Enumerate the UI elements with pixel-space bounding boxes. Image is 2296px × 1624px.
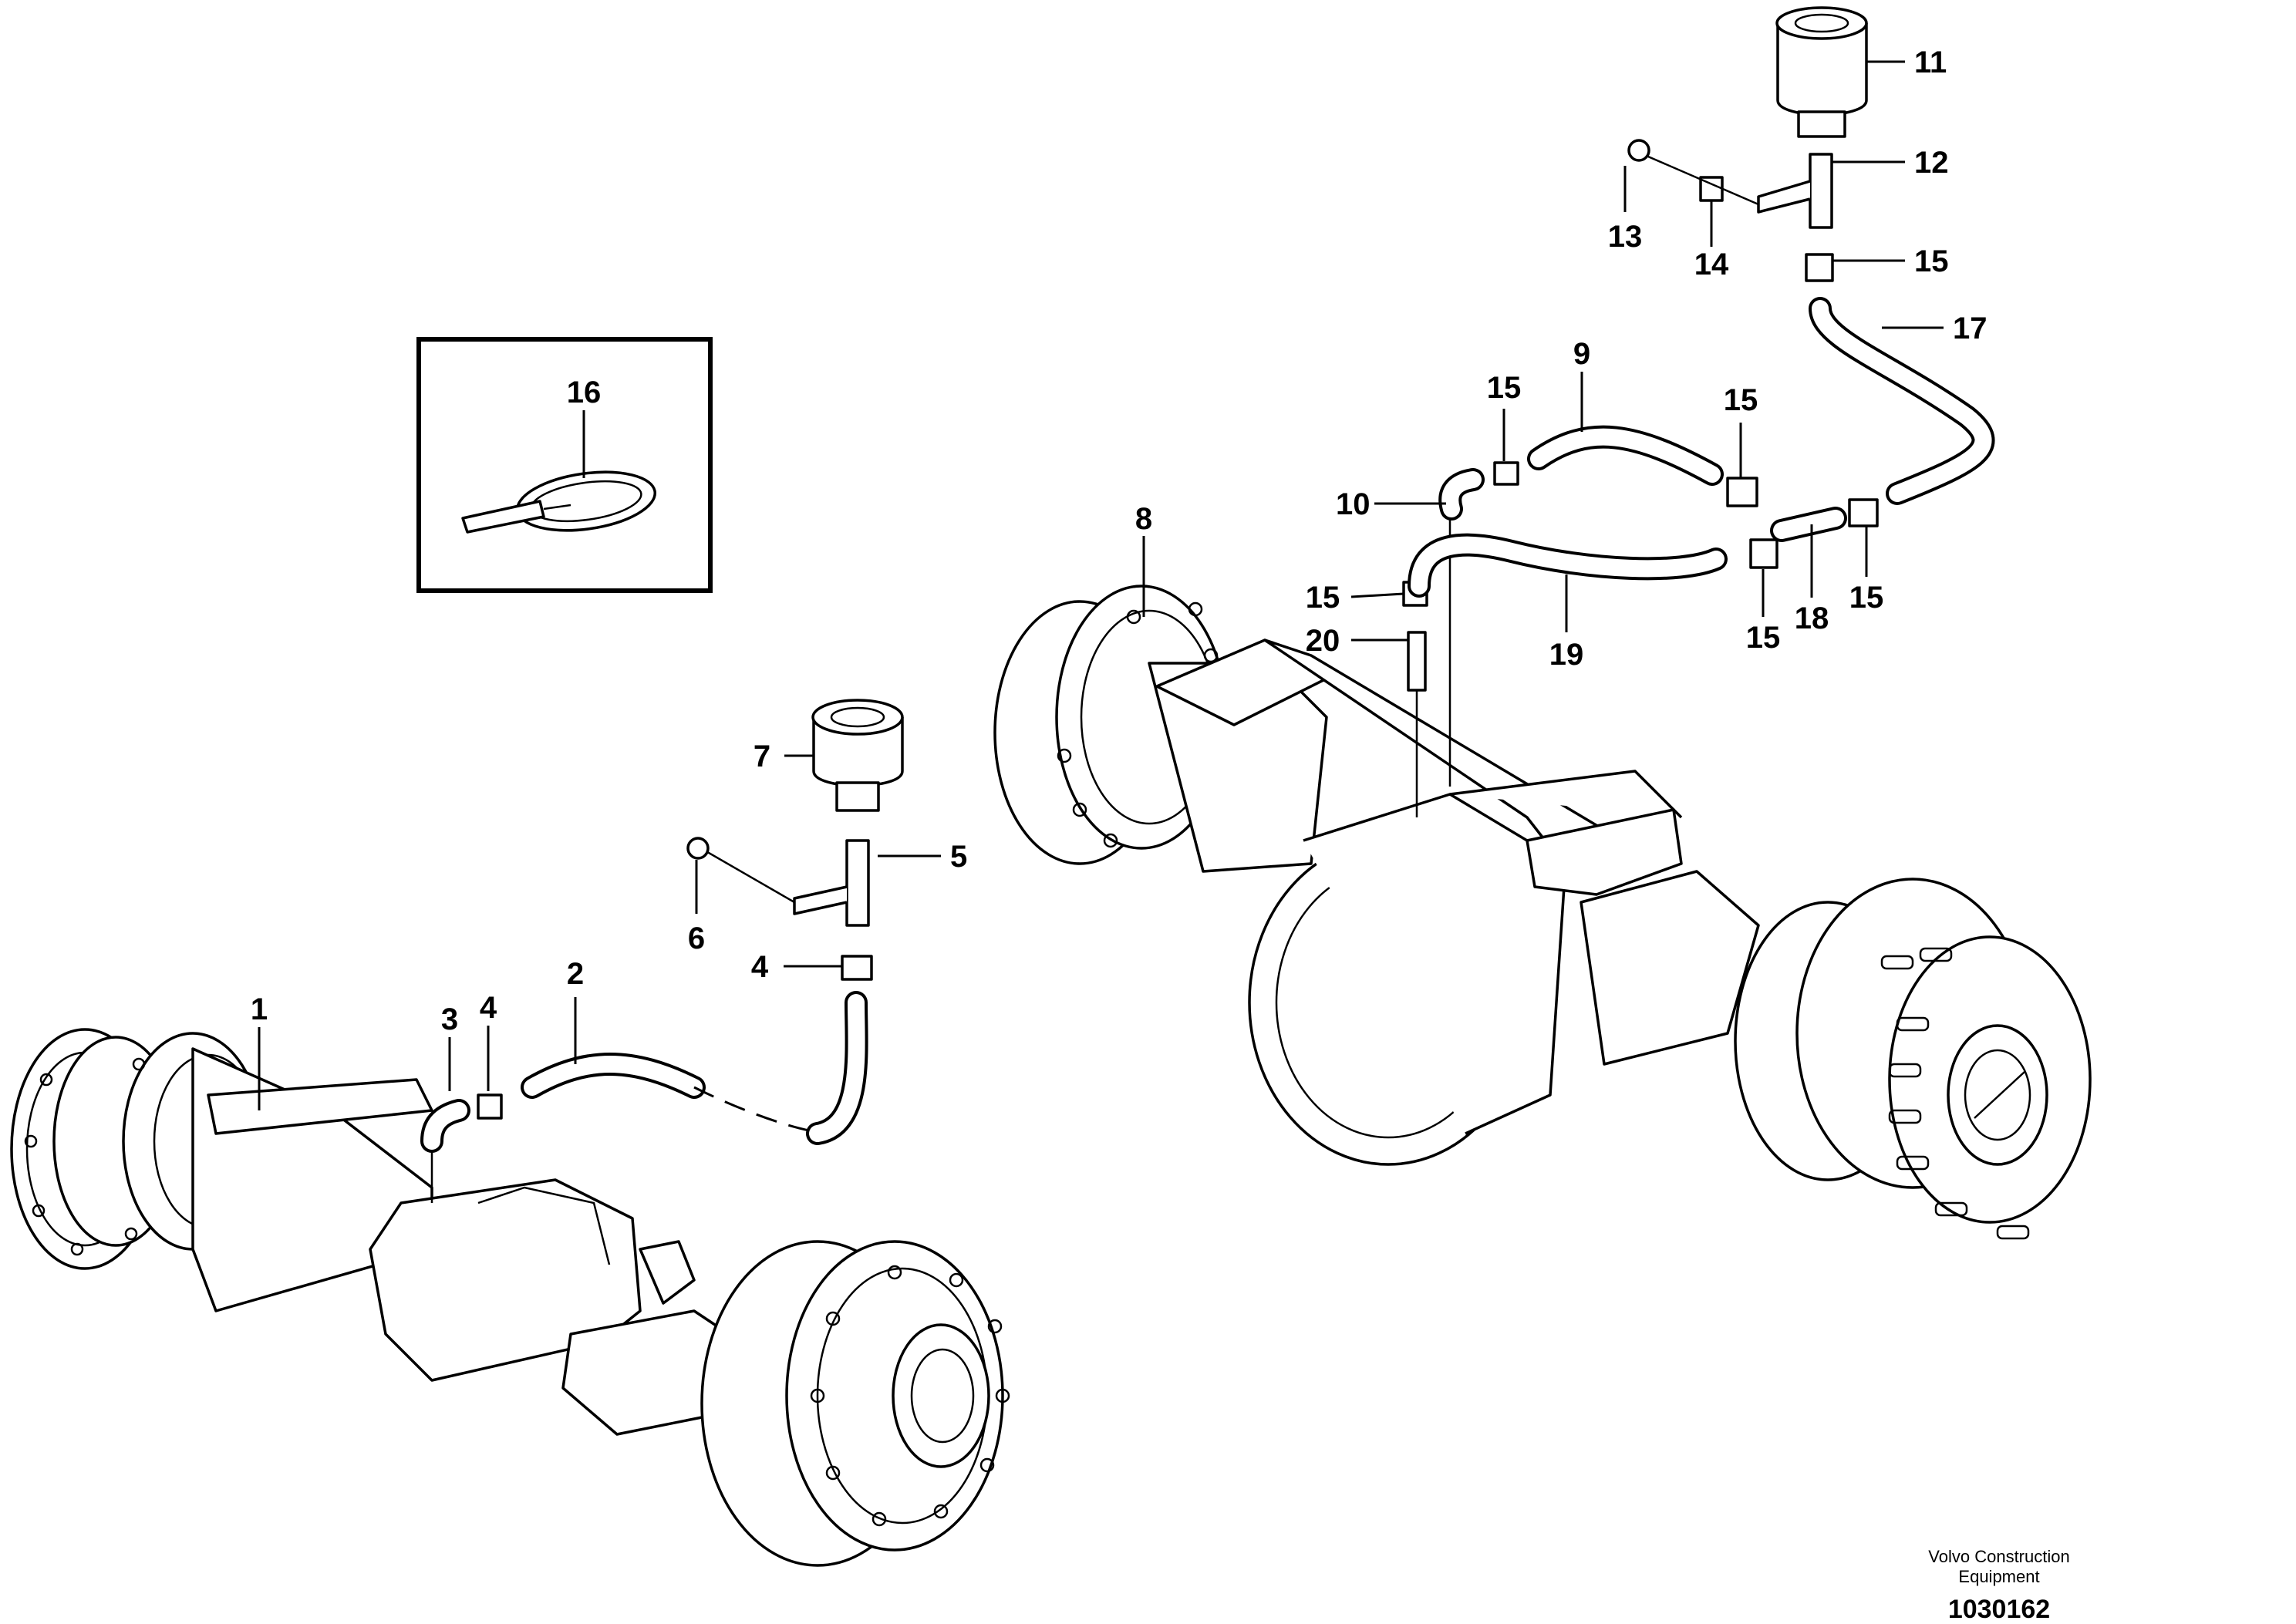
hose-clamp-icon: [1805, 253, 1834, 282]
callout-6: 6: [688, 922, 705, 955]
callout-4-front-clamp: 4: [480, 991, 497, 1025]
callout-14: 14: [1694, 248, 1729, 281]
breather-filter-rear: [1775, 6, 1868, 138]
callout-10: 10: [1336, 487, 1371, 521]
breather-filter-front: [811, 699, 904, 812]
front-breather-hose: [420, 837, 873, 1203]
callout-15-left: 15: [1306, 581, 1340, 615]
cable-tie-icon: [461, 470, 657, 534]
callout-9: 9: [1573, 337, 1590, 371]
callout-5: 5: [950, 840, 967, 874]
callout-4-lower-clamp: 4: [751, 950, 769, 984]
bolt-icon: [1627, 139, 1650, 162]
rear-breather-hoses: [1402, 139, 1995, 817]
callout-7: 7: [754, 740, 770, 773]
hose-clamp-icon: [1749, 538, 1778, 569]
drawing-number: 1030162: [1948, 1595, 2050, 1624]
callout-15-upper-right: 15: [1724, 383, 1758, 417]
callout-17: 17: [1953, 312, 1988, 345]
callout-11: 11: [1914, 45, 1947, 79]
callout-15-lower: 15: [1746, 621, 1781, 655]
callout-3: 3: [441, 1002, 458, 1036]
leader-lines: [258, 60, 1944, 1110]
company-name-line1: Volvo Construction: [1928, 1547, 2069, 1566]
callout-12: 12: [1914, 146, 1949, 180]
hose-clamp-icon: [477, 1093, 503, 1120]
callout-2: 2: [567, 957, 584, 991]
callout-20: 20: [1306, 624, 1340, 658]
hose-clamp-icon: [1726, 477, 1758, 507]
hose-clamp-icon: [841, 955, 873, 981]
front-axle: [10, 1028, 1010, 1567]
callout-15-top-right: 15: [1914, 244, 1949, 278]
callout-18: 18: [1795, 601, 1829, 635]
hose-clamp-icon: [1848, 498, 1879, 527]
callout-8: 8: [1135, 502, 1152, 536]
bolt-icon: [686, 837, 710, 860]
callout-15-right: 15: [1849, 581, 1884, 615]
callout-1: 1: [251, 992, 268, 1026]
cable-tie-inset: [416, 337, 713, 593]
rear-axle: [993, 585, 2092, 1240]
company-name-line2: Equipment: [1958, 1567, 2039, 1586]
callout-13: 13: [1608, 220, 1643, 254]
callout-16: 16: [567, 376, 602, 409]
callout-15-upper-left: 15: [1487, 371, 1522, 405]
callout-19: 19: [1549, 638, 1584, 672]
hose-clamp-icon: [1493, 461, 1519, 486]
